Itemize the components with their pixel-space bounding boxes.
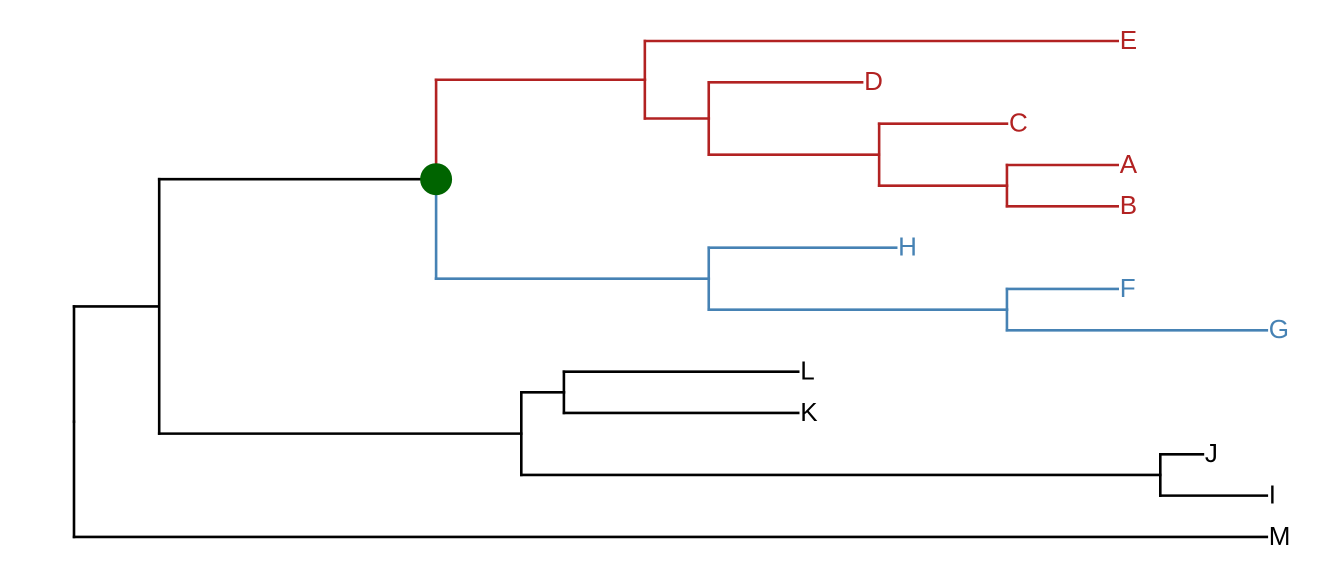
tree-tip-labels: E D C AB H F G LK J IM — [800, 25, 1290, 551]
tip-label-A: A — [1120, 149, 1138, 179]
tip-label-F: F — [1120, 273, 1136, 303]
tip-label-J: J — [1205, 438, 1218, 468]
tip-label-C: C — [1009, 108, 1028, 138]
tree-branches — [72, 39, 1269, 539]
tip-label-L: L — [800, 356, 814, 386]
tip-label-D: D — [864, 66, 883, 96]
tip-label-K: K — [800, 397, 818, 427]
tip-label-H: H — [898, 232, 917, 262]
tip-label-E: E — [1120, 25, 1137, 55]
tip-label-M: M — [1269, 521, 1291, 551]
tip-label-B: B — [1120, 190, 1137, 220]
tip-label-I: I — [1269, 480, 1276, 510]
highlight-node-marker — [420, 163, 453, 196]
tree-node-markers — [420, 163, 453, 196]
tip-label-G: G — [1269, 314, 1289, 344]
